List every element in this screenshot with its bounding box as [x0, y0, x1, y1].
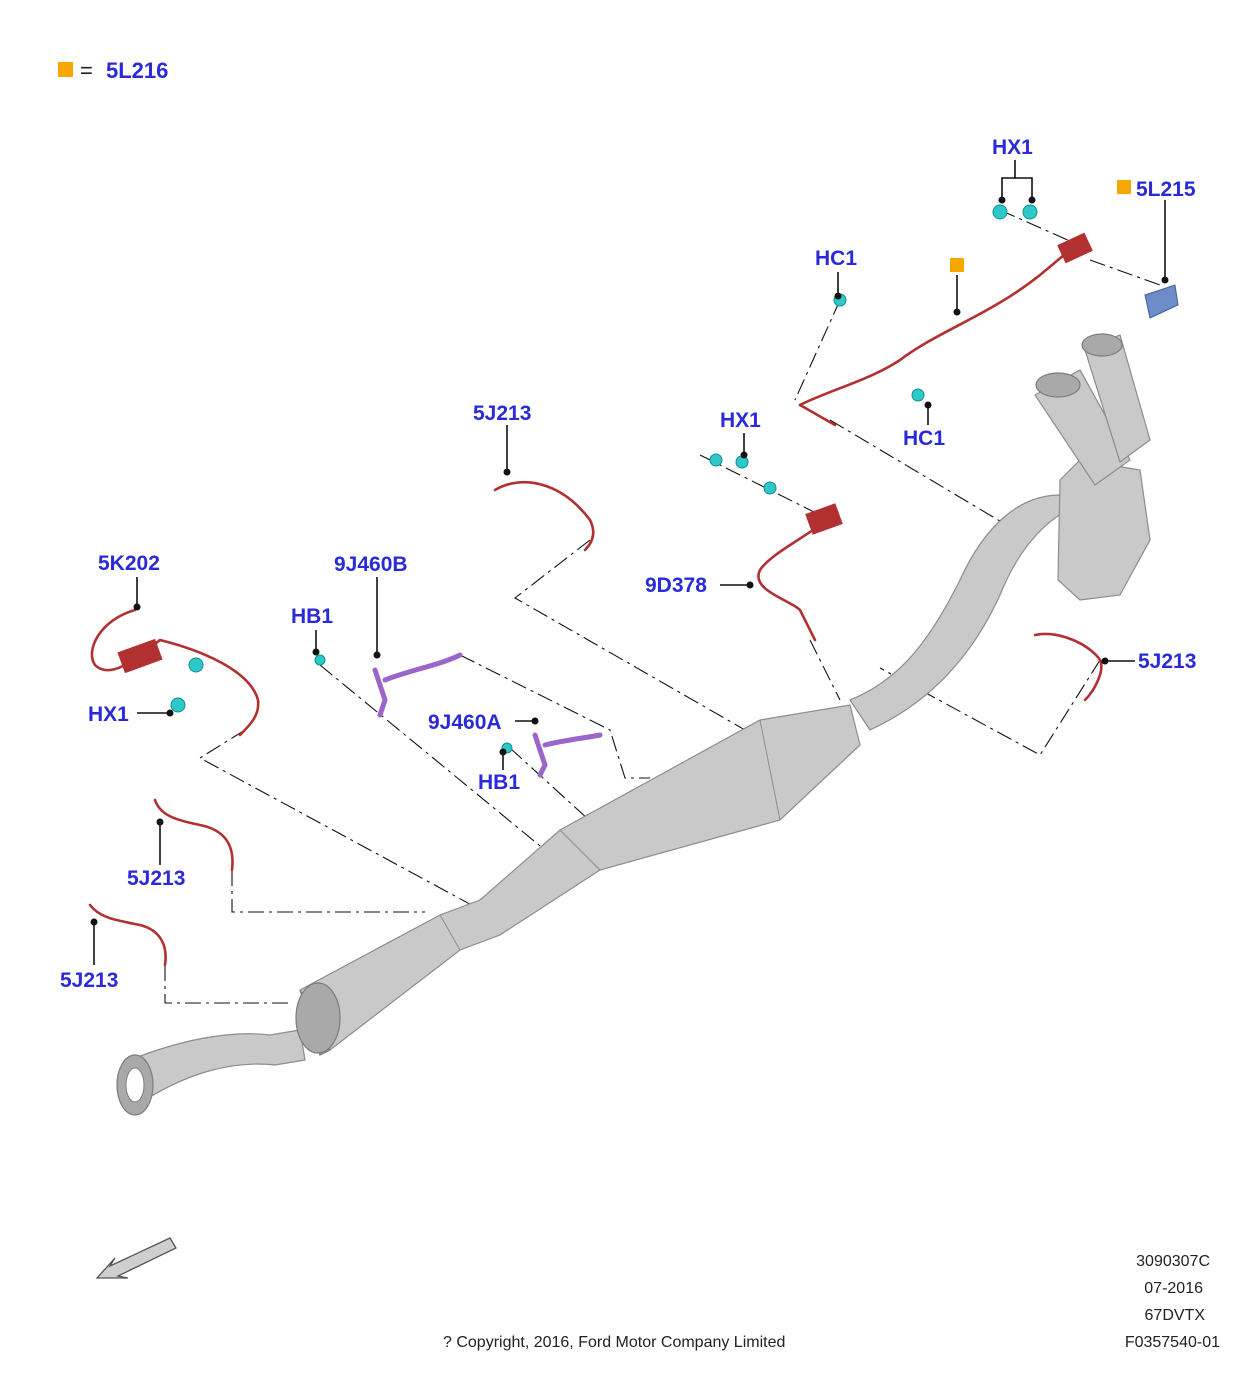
harnesses	[88, 232, 1103, 967]
catalyst-body	[299, 704, 861, 1051]
tail-pipe	[849, 494, 1082, 731]
legend: = 5L216	[58, 58, 168, 83]
callout-hc1-top: HC1	[815, 247, 857, 270]
sensor-5j213-lower	[153, 798, 234, 872]
callout-hx1-left: HX1	[88, 703, 129, 726]
callouts: HX1 5L215 HC1 HC1 HX1 5J213 9D378 5J213 …	[60, 136, 1196, 992]
inlet-pipe	[129, 1029, 306, 1101]
clip-hx1-left-b	[170, 697, 186, 713]
callout-9j460a: 9J460A	[428, 711, 502, 734]
callout-hc1-mid: HC1	[903, 427, 945, 450]
harness-5l216	[798, 248, 1072, 407]
sensor-5j213-right	[1033, 632, 1103, 702]
callout-5j213-bottom: 5J213	[60, 969, 118, 992]
callout-5k202: 5K202	[98, 552, 160, 575]
callout-5j213-lower: 5J213	[127, 867, 185, 890]
orange-marker-5l215	[1117, 180, 1131, 194]
brackets	[372, 652, 603, 778]
front-direction-arrow-icon	[95, 1237, 177, 1279]
callout-9d378: 9D378	[645, 574, 707, 597]
footer-date: 07-2016	[1144, 1280, 1203, 1297]
callout-hx1-mid: HX1	[720, 409, 761, 432]
harness-9d378	[757, 523, 822, 642]
clip-hx1-mid-a	[709, 453, 723, 467]
footer-engine: 67DVTX	[1145, 1307, 1206, 1324]
footer-copyright: ? Copyright, 2016, Ford Motor Company Li…	[443, 1334, 785, 1351]
muffler	[1057, 459, 1151, 601]
clip-hx1-mid-c	[763, 481, 777, 495]
connector-5l216	[1057, 232, 1093, 264]
bracket-9j460a	[532, 732, 603, 778]
footer: 3090307C 07-2016 67DVTX F0357540-01 ? Co…	[443, 1253, 1220, 1351]
legend-equals: =	[80, 58, 93, 83]
callout-5j213-right: 5J213	[1138, 650, 1196, 673]
harness-5k202	[90, 608, 260, 737]
callout-5l215: 5L215	[1136, 178, 1196, 201]
exhaust-assembly	[116, 333, 1151, 1116]
footer-code: 3090307C	[1136, 1253, 1210, 1270]
bracket-5l215	[1144, 284, 1179, 319]
clip-hc1-mid	[911, 388, 925, 402]
clip-hx1-left-a	[188, 657, 204, 673]
leaders	[90, 160, 1169, 965]
callout-9j460b: 9J460B	[334, 553, 408, 576]
clip-hx1-top-a	[992, 204, 1008, 220]
assembly-lines	[164, 209, 1161, 1004]
callout-hb1-mid: HB1	[478, 771, 520, 794]
callout-5j213-top: 5J213	[473, 402, 531, 425]
legend-code: 5L216	[106, 58, 168, 83]
orange-marker-harness	[950, 258, 964, 272]
sensor-5j213-bottom	[88, 903, 167, 967]
clip-hx1-top-b	[1022, 204, 1038, 220]
bracket-9j460b	[372, 652, 463, 718]
callout-hx1-top: HX1	[992, 136, 1033, 159]
clip-hb1-left	[314, 654, 326, 666]
callout-hb1-left: HB1	[291, 605, 333, 628]
connector-9d378	[805, 503, 843, 535]
sensor-5j213-top	[493, 480, 595, 552]
connector-5k202	[117, 638, 163, 674]
catalyst-end-cap	[295, 982, 341, 1054]
footer-figure: F0357540-01	[1125, 1334, 1220, 1351]
legend-marker	[58, 62, 73, 77]
